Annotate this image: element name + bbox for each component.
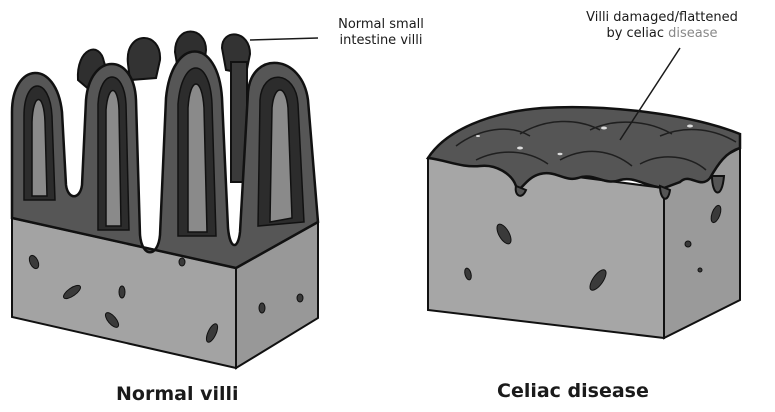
normal-villi-block	[12, 32, 318, 369]
callout-leader-normal	[250, 38, 318, 40]
caption-normal-villi: Normal villi	[116, 383, 239, 405]
callout-normal-line2: intestine villi	[316, 33, 446, 49]
celiac-villi-block	[428, 107, 740, 338]
callout-celiac-line2-accent: disease	[668, 26, 717, 41]
celiac-block-front-face	[428, 158, 664, 338]
callout-celiac-line2-prefix: by celiac	[606, 26, 668, 41]
callout-normal-villi: Normal small intestine villi	[316, 17, 446, 49]
callout-celiac-line2: by celiac disease	[556, 26, 768, 42]
callout-celiac-villi: Villi damaged/flattened by celiac diseas…	[556, 10, 768, 42]
callout-celiac-line1: Villi damaged/flattened	[556, 10, 768, 26]
caption-celiac-disease: Celiac disease	[497, 380, 649, 402]
callout-normal-line1: Normal small	[316, 17, 446, 33]
